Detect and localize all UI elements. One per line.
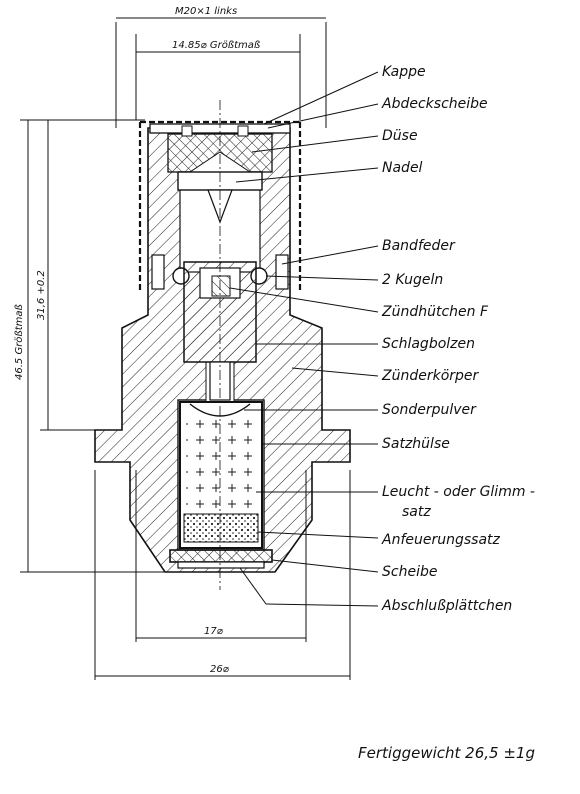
label-sonderpulver: Sonderpulver: [382, 402, 477, 418]
cap: [138, 120, 302, 292]
label-satzhuelse: Satzhülse: [382, 436, 450, 452]
closing-plate: [177, 561, 265, 569]
washer: [169, 549, 273, 563]
dim-thread: M20×1 links: [175, 6, 237, 17]
leader-lines: [229, 71, 379, 607]
finished-weight: Fertiggewicht 26,5 ±1g: [358, 744, 535, 762]
part-labels: Kappe Abdeckscheibe Düse Nadel Bandfeder…: [381, 64, 535, 614]
label-scheibe: Scheibe: [382, 564, 437, 580]
dim-cap-height: 31,6 +0.2: [36, 270, 47, 320]
band-spring-right: [275, 254, 289, 290]
primer: [211, 275, 231, 297]
dimension-labels: M20×1 links 14.85⌀ Größtmaß 46.5 Größtma…: [14, 6, 260, 675]
band-spring: [151, 254, 165, 290]
dim-max-diameter: 14.85⌀ Größtmaß: [172, 40, 260, 51]
dimension-lines: [20, 17, 351, 680]
label-schlagbolzen: Schlagbolzen: [382, 336, 475, 352]
label-duese: Düse: [382, 128, 418, 144]
charge-case: [179, 401, 263, 549]
dim-inner-diameter: 17⌀: [204, 626, 224, 637]
label-kappe: Kappe: [382, 64, 426, 80]
dim-total-height: 46.5 Größtmaß: [14, 304, 25, 380]
label-bandfeder: Bandfeder: [382, 238, 456, 254]
label-zuenderkoerper: Zünderkörper: [381, 368, 480, 384]
label-abdeckscheibe: Abdeckscheibe: [381, 96, 488, 112]
label-anfeuerungssatz: Anfeuerungssatz: [381, 532, 501, 548]
ignition-charge: [183, 513, 259, 543]
label-kugeln: 2 Kugeln: [382, 272, 443, 288]
dim-outer-diameter: 26⌀: [210, 664, 230, 675]
label-nadel: Nadel: [382, 160, 423, 176]
label-zuendhuetchen: Zündhütchen F: [381, 304, 489, 320]
label-abschlussplaettchen: Abschlußplättchen: [381, 598, 512, 614]
label-leuchtsatz-line2: satz: [402, 504, 431, 520]
label-leuchtsatz-line1: Leucht - oder Glimm -: [382, 484, 535, 500]
